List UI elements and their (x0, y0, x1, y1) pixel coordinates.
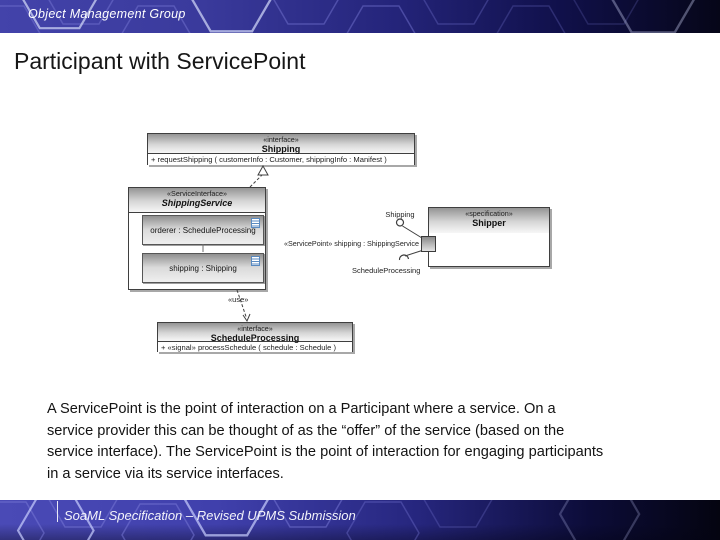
hexagon-pattern (0, 500, 641, 540)
class-name: Shipping (261, 144, 301, 154)
class-header: «ServiceInterface» ShippingService (129, 188, 265, 213)
brand-text: Object Management Group (28, 7, 186, 21)
part-icon (251, 218, 260, 228)
footer-text: SoaML Specification – Revised UPMS Submi… (64, 508, 356, 523)
footer-banner: SoaML Specification – Revised UPMS Submi… (0, 500, 720, 540)
part-label: orderer : ScheduleProcessing (150, 225, 256, 235)
body-line: service provider this can be thought of … (47, 422, 565, 439)
stereotype-label: «interface» (237, 324, 273, 333)
title-banner: Object Management Group (0, 0, 720, 33)
hexagon-pattern (0, 0, 696, 33)
required-interface-socket-icon (398, 254, 410, 261)
page-title: Participant with ServicePoint (14, 48, 306, 74)
body-paragraph: A ServicePoint is the point of interacti… (47, 399, 687, 485)
uml-class-shipping-service: «ServiceInterface» ShippingService order… (128, 187, 266, 290)
body-line: A ServicePoint is the point of interacti… (47, 401, 556, 417)
use-arrowhead-icon (242, 313, 251, 323)
stereotype-label: «interface» (263, 135, 299, 144)
realization-arrowhead-icon (257, 164, 269, 176)
uml-class-shipping-interface: «interface» Shipping + requestShipping (… (147, 133, 415, 165)
service-point-port (421, 236, 436, 252)
footer-divider (57, 501, 58, 522)
required-interface-edge (404, 250, 423, 257)
class-name: Shipper (472, 218, 506, 228)
part-label: shipping : Shipping (169, 263, 237, 273)
provided-interface-label: Shipping (385, 210, 415, 219)
part-icon (251, 256, 260, 266)
class-name: ScheduleProcessing (210, 333, 300, 343)
provided-interface-ball-icon (395, 218, 405, 227)
provided-interface-edge (402, 225, 423, 239)
required-interface-label: ScheduleProcessing (352, 266, 421, 275)
stereotype-label: «specification» (465, 209, 513, 218)
body-line: service interface). The ServicePoint is … (47, 444, 604, 460)
class-name: ShippingService (161, 198, 233, 208)
uml-class-shipper: «specification» Shipper (428, 207, 550, 267)
stereotype-label: «ServiceInterface» (167, 189, 227, 198)
operation-label: + «signal» processSchedule ( schedule : … (158, 341, 352, 352)
uml-class-schedule-processing-interface: «interface» ScheduleProcessing + «signal… (157, 322, 353, 352)
class-header: «interface» Shipping (148, 134, 414, 154)
part-orderer: orderer : ScheduleProcessing (142, 215, 264, 245)
use-label: «use» (228, 295, 249, 304)
realization-edge (249, 174, 263, 188)
part-shipping: shipping : Shipping (142, 253, 264, 283)
body-line: in a service via its service interfaces. (47, 465, 284, 482)
operation-label: + requestShipping ( customerInfo : Custo… (148, 153, 414, 165)
class-header: «specification» Shipper (429, 208, 549, 233)
class-header: «interface» ScheduleProcessing (158, 323, 352, 343)
service-point-label: «ServicePoint» shipping : ShippingServic… (283, 239, 419, 248)
